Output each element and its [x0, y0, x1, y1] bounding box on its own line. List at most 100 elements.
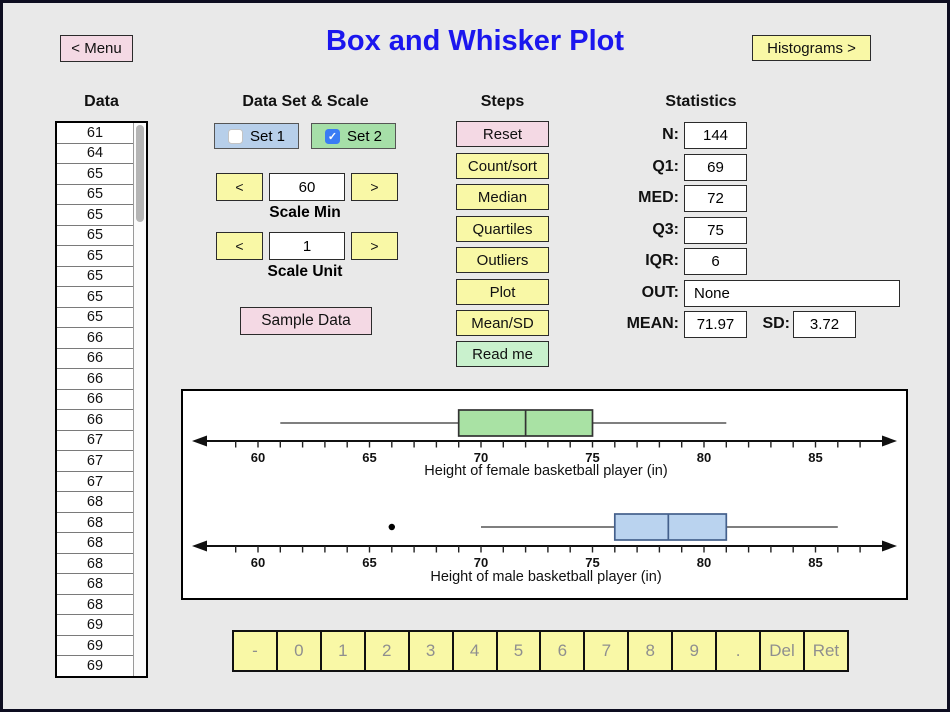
- set2-label: Set 2: [346, 127, 383, 145]
- plot-button[interactable]: Plot: [456, 279, 549, 305]
- keypad-key[interactable]: .: [717, 632, 762, 670]
- svg-text:65: 65: [362, 555, 376, 570]
- scale-unit-field[interactable]: 1: [269, 232, 345, 260]
- keypad-key[interactable]: 9: [673, 632, 718, 670]
- data-list-item[interactable]: 68: [57, 574, 133, 595]
- data-list-item[interactable]: 65: [57, 308, 133, 329]
- data-list-item[interactable]: 67: [57, 472, 133, 493]
- data-list-scrollbar[interactable]: [133, 123, 146, 676]
- data-list-item[interactable]: 66: [57, 390, 133, 411]
- set1-toggle[interactable]: Set 1: [214, 123, 299, 149]
- data-list-item[interactable]: 65: [57, 267, 133, 288]
- stat-mean-field[interactable]: 71.97: [684, 311, 747, 338]
- data-list-item[interactable]: 66: [57, 328, 133, 349]
- keypad-key[interactable]: 6: [541, 632, 586, 670]
- data-list-item[interactable]: 65: [57, 226, 133, 247]
- scale-unit-increment-button[interactable]: >: [351, 232, 398, 260]
- stat-q3-field[interactable]: 75: [684, 217, 747, 244]
- scale-min-field[interactable]: 60: [269, 173, 345, 201]
- data-list-item[interactable]: 65: [57, 246, 133, 267]
- data-list-item[interactable]: 69: [57, 636, 133, 657]
- data-list-item[interactable]: 69: [86, 658, 104, 675]
- keypad-key[interactable]: 5: [498, 632, 542, 670]
- data-list-item[interactable]: 69: [57, 615, 133, 636]
- page-title: Box and Whisker Plot: [325, 25, 625, 57]
- data-list-item[interactable]: 68: [57, 513, 133, 534]
- data-list-item[interactable]: 65: [57, 164, 133, 185]
- data-list-item[interactable]: 65: [57, 205, 133, 226]
- outliers-button[interactable]: Outliers: [456, 247, 549, 273]
- menu-button[interactable]: < Menu: [60, 35, 133, 62]
- stat-n-field[interactable]: 144: [684, 122, 747, 149]
- stat-out-field[interactable]: None: [684, 280, 900, 307]
- numeric-keypad: - 0 1 2 3 4 5 6 7 8 9 . Del Ret: [232, 630, 849, 672]
- svg-text:85: 85: [808, 450, 822, 465]
- stat-n-label: N:: [662, 126, 679, 143]
- quartiles-button[interactable]: Quartiles: [456, 216, 549, 242]
- stat-q3-label: Q3:: [652, 221, 679, 238]
- set1-checkbox-icon[interactable]: [227, 128, 243, 144]
- stat-q1-field[interactable]: 69: [684, 154, 747, 181]
- svg-text:75: 75: [585, 555, 599, 570]
- data-list[interactable]: 61 64 65 65 65 65 65 65 65 65 66 66: [55, 121, 148, 678]
- svg-text:Height of male basketball play: Height of male basketball player (in): [430, 569, 661, 585]
- svg-text:65: 65: [362, 450, 376, 465]
- data-list-item[interactable]: 66: [57, 369, 133, 390]
- data-list-item[interactable]: 66: [57, 410, 133, 431]
- data-heading: Data: [84, 93, 119, 110]
- scale-min-decrement-button[interactable]: <: [216, 173, 263, 201]
- data-list-item[interactable]: 68: [57, 533, 133, 554]
- svg-text:80: 80: [697, 555, 711, 570]
- data-list-item[interactable]: 65: [57, 287, 133, 308]
- steps-heading: Steps: [480, 93, 525, 110]
- read-me-button[interactable]: Read me: [456, 341, 549, 367]
- keypad-key[interactable]: -: [234, 632, 278, 670]
- svg-text:60: 60: [251, 450, 265, 465]
- data-list-item[interactable]: 64: [57, 144, 133, 165]
- keypad-key[interactable]: Del: [761, 632, 805, 670]
- reset-button[interactable]: Reset: [456, 121, 549, 147]
- count-sort-button[interactable]: Count/sort: [456, 153, 549, 179]
- keypad-key[interactable]: 8: [629, 632, 674, 670]
- sample-data-button[interactable]: Sample Data: [240, 307, 372, 335]
- data-list-item[interactable]: 61: [57, 123, 133, 144]
- stat-out-label: OUT:: [641, 284, 679, 301]
- keypad-key[interactable]: 4: [454, 632, 498, 670]
- scale-unit-label: Scale Unit: [267, 263, 343, 280]
- keypad-key[interactable]: 3: [410, 632, 454, 670]
- data-list-item[interactable]: 68: [57, 554, 133, 575]
- median-button[interactable]: Median: [456, 184, 549, 210]
- keypad-key[interactable]: 0: [278, 632, 322, 670]
- keypad-key[interactable]: 1: [322, 632, 366, 670]
- stat-sd-field[interactable]: 3.72: [793, 311, 856, 338]
- stat-med-field[interactable]: 72: [684, 185, 747, 212]
- data-list-item[interactable]: 68: [57, 595, 133, 616]
- histograms-button[interactable]: Histograms >: [752, 35, 871, 61]
- stat-med-label: MED:: [638, 189, 679, 206]
- scrollbar-thumb[interactable]: [135, 125, 144, 222]
- scale-unit-decrement-button[interactable]: <: [216, 232, 263, 260]
- scale-min-label: Scale Min: [269, 204, 341, 221]
- dataset-scale-heading: Data Set & Scale: [242, 93, 369, 110]
- stat-mean-label: MEAN:: [626, 315, 679, 332]
- svg-text:85: 85: [808, 555, 822, 570]
- set2-checkbox-icon[interactable]: ✓: [324, 128, 340, 144]
- data-list-item[interactable]: 68: [57, 492, 133, 513]
- svg-text:60: 60: [251, 555, 265, 570]
- data-rows: 61 64 65 65 65 65 65 65 65 65 66 66: [57, 123, 133, 676]
- scale-min-increment-button[interactable]: >: [351, 173, 398, 201]
- stat-iqr-field[interactable]: 6: [684, 248, 747, 275]
- mean-sd-button[interactable]: Mean/SD: [456, 310, 549, 336]
- keypad-key[interactable]: 7: [585, 632, 630, 670]
- keypad-key[interactable]: 2: [366, 632, 410, 670]
- stat-sd-label: SD:: [762, 315, 790, 332]
- keypad-key[interactable]: Ret: [812, 641, 840, 660]
- svg-text:Height of female basketball pl: Height of female basketball player (in): [424, 463, 667, 479]
- data-list-item[interactable]: 66: [57, 349, 133, 370]
- set2-toggle[interactable]: ✓ Set 2: [311, 123, 396, 149]
- data-list-item[interactable]: 67: [57, 451, 133, 472]
- data-list-item[interactable]: 65: [57, 185, 133, 206]
- data-list-item[interactable]: 67: [57, 431, 133, 452]
- svg-text:75: 75: [585, 450, 599, 465]
